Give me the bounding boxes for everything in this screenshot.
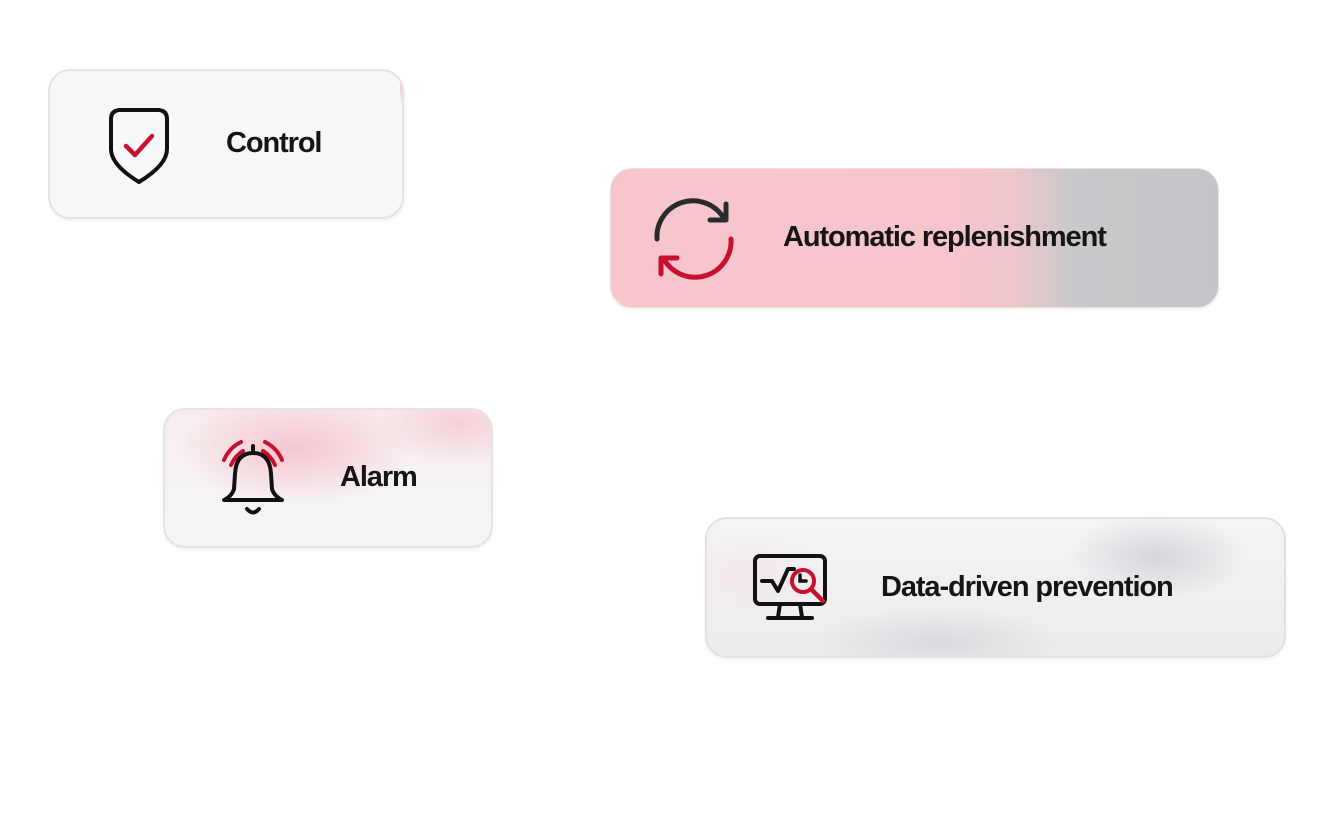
ringing-bell-icon	[222, 440, 284, 515]
refresh-arrows-icon	[654, 198, 734, 280]
shield-check-icon	[109, 108, 169, 184]
feature-card-data-driven-prevention: Data-driven prevention	[705, 517, 1286, 658]
card-label: Data-driven prevention	[881, 570, 1174, 603]
card-label: Automatic replenishment	[783, 220, 1107, 253]
card-label: Control	[226, 126, 322, 159]
feature-card-alarm: Alarm	[163, 408, 493, 548]
monitor-magnifier-icon	[753, 554, 827, 620]
card-label: Alarm	[340, 460, 418, 493]
feature-card-control: Control	[48, 69, 404, 219]
feature-card-automatic-replenishment: Automatic replenishment	[610, 168, 1219, 308]
